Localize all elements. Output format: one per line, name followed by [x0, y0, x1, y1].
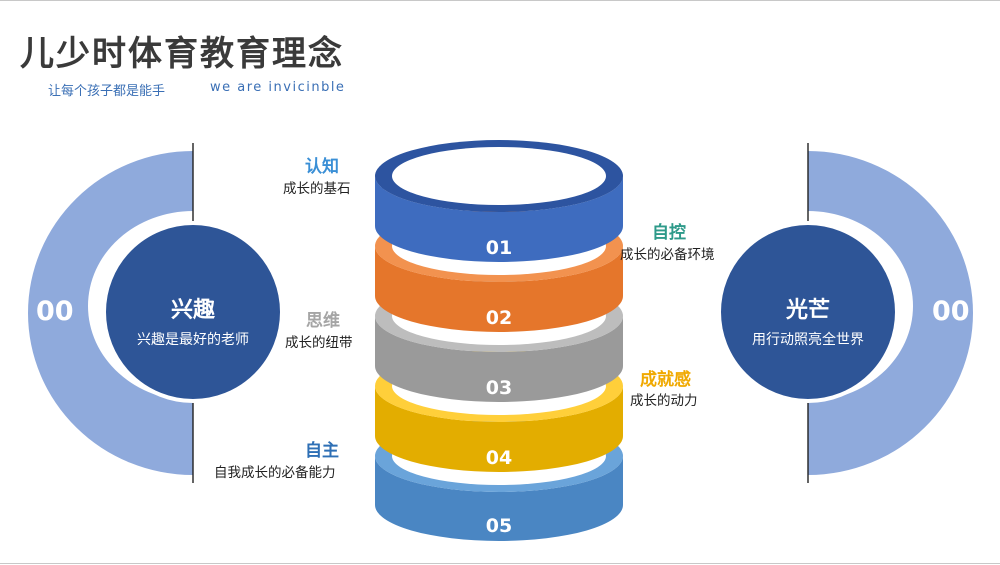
top-border: [0, 0, 1000, 1]
label-self-control-text: 成长的必备环境: [620, 247, 715, 263]
right-arc-number: 00: [932, 296, 970, 327]
ring-number-01: 01: [486, 237, 512, 259]
label-achievement-title: 成就感: [640, 370, 691, 390]
right-circle-text: 用行动照亮全世界: [752, 332, 864, 348]
ring-number-04: 04: [486, 447, 512, 469]
left-arc: [28, 151, 193, 475]
ring-number-05: 05: [486, 515, 512, 537]
label-autonomy-title: 自主: [305, 441, 339, 461]
bottom-border: [0, 563, 1000, 564]
label-autonomy-text: 自我成长的必备能力: [214, 465, 336, 481]
left-arc-number: 00: [36, 296, 74, 327]
right-circle-title: 光芒: [785, 298, 830, 323]
left-circle-title: 兴趣: [170, 298, 215, 323]
label-cognition-text: 成长的基石: [283, 181, 351, 197]
label-cognition-title: 认知: [305, 157, 339, 177]
right-circle: [717, 221, 899, 403]
left-circle-text: 兴趣是最好的老师: [137, 332, 249, 348]
page-subtitle: 让每个孩子都是能手: [48, 84, 166, 99]
ring-number-02: 02: [486, 307, 512, 329]
ring-01: [375, 140, 623, 262]
ring-number-03: 03: [486, 377, 512, 399]
label-thinking-title: 思维: [306, 311, 340, 331]
page-title: 儿少时体育教育理念: [20, 34, 344, 74]
right-arc: [808, 151, 973, 475]
page-subtitle-english: we are invicinble: [210, 80, 346, 95]
left-circle: [102, 221, 284, 403]
label-achievement-text: 成长的动力: [630, 393, 698, 409]
label-thinking-text: 成长的纽带: [285, 335, 353, 351]
label-self-control-title: 自控: [652, 223, 686, 243]
